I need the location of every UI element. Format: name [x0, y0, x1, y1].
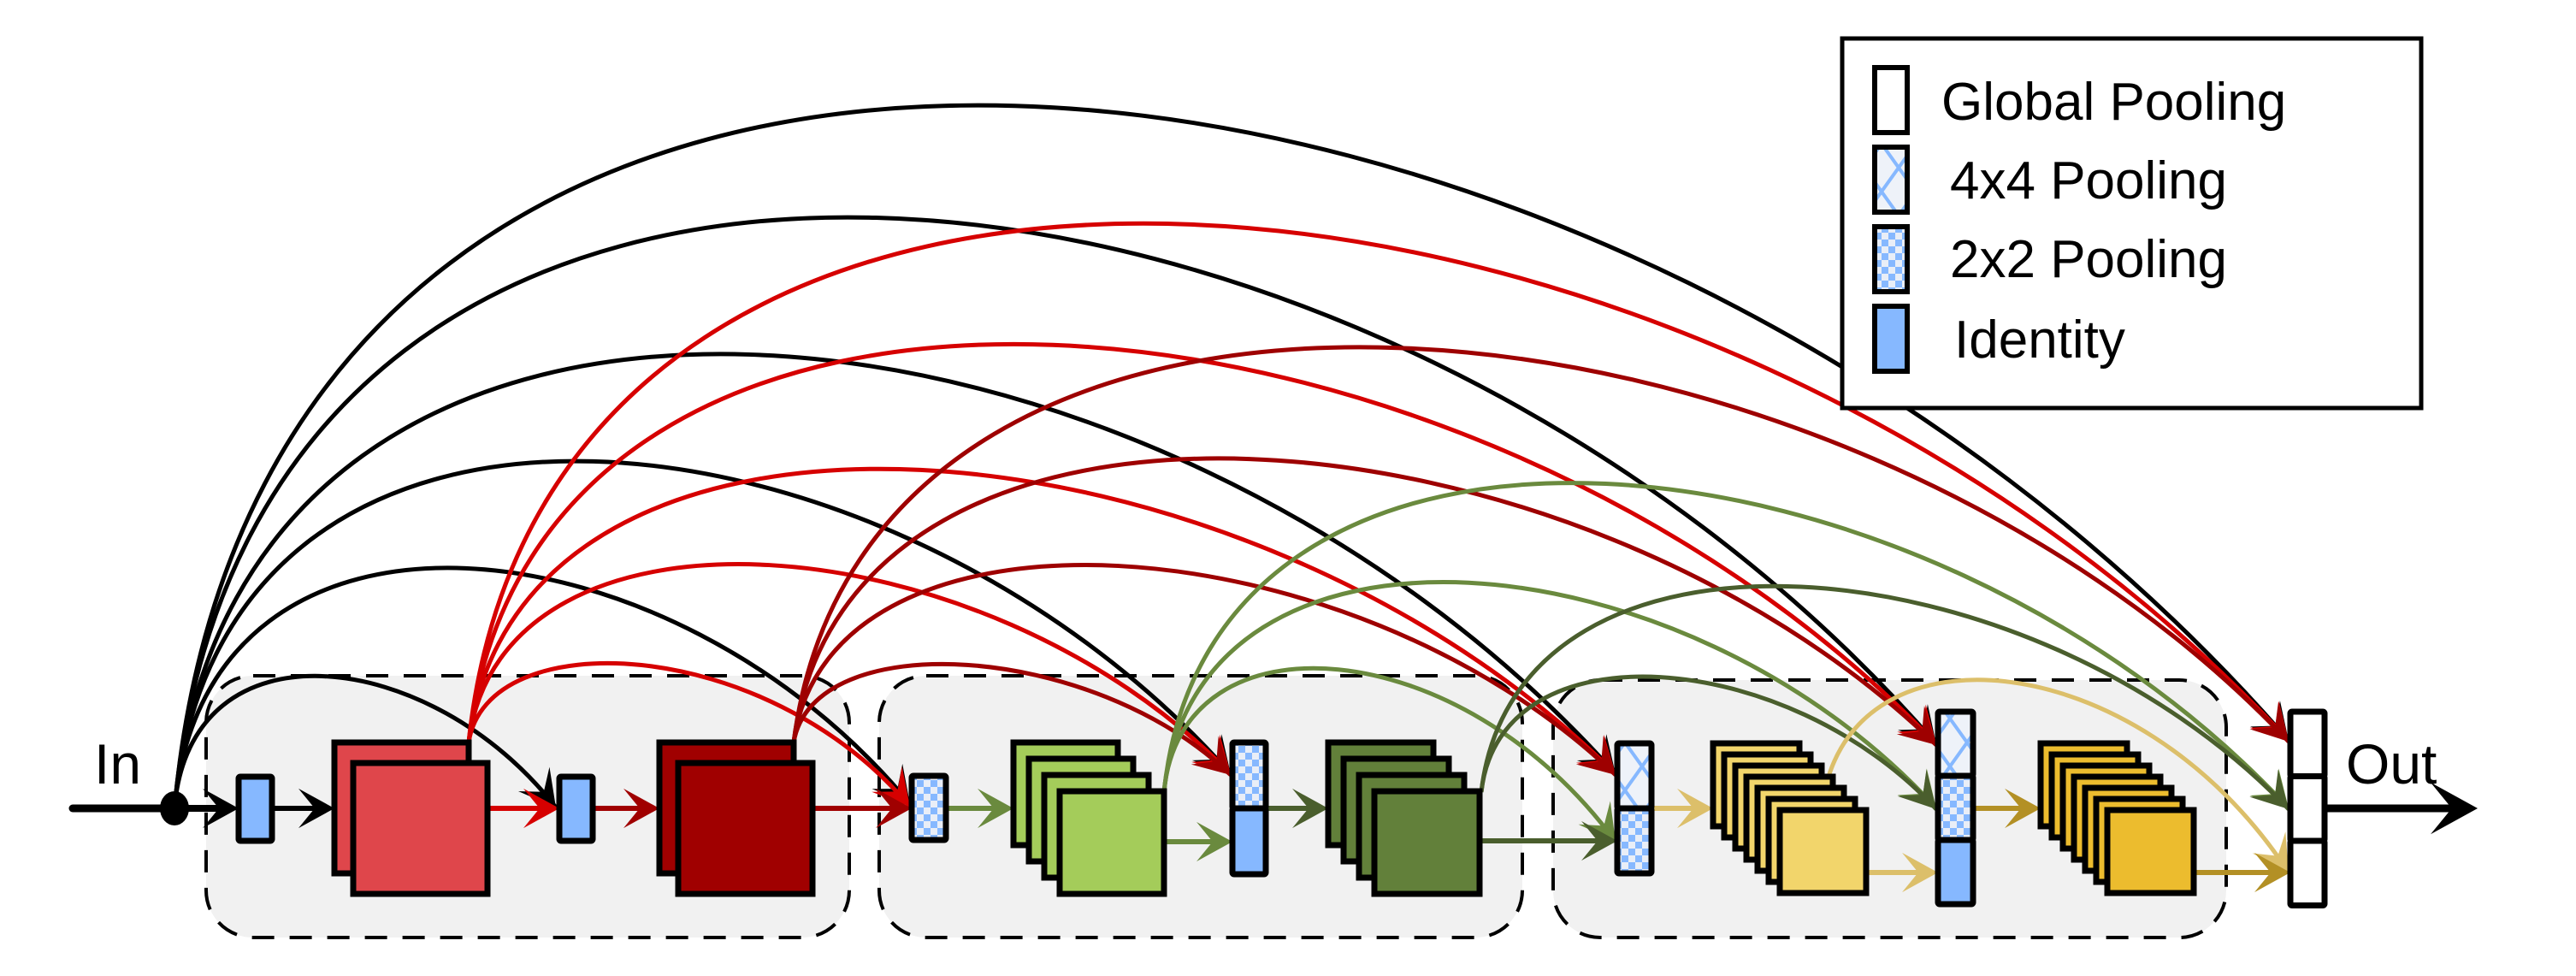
stage-3-concat-2-cell-3-identity	[1935, 837, 1976, 908]
output: Out	[2346, 732, 2437, 796]
arc-input-to-stage-3-concat-1	[172, 352, 1617, 809]
stage-3-concat-1-cell-1-pool4	[1614, 740, 1655, 812]
arc-conv-yellow-to-output	[1819, 677, 2291, 874]
output-concat-cell-3-global	[2287, 837, 2328, 908]
input: In	[68, 732, 189, 825]
flow-identity-2-to-conv-darkred-arrowhead	[623, 788, 659, 829]
legend: Global Pooling 4x4 Pooling 2x2 Pooling I…	[1840, 36, 2424, 411]
arc-input-to-output	[172, 103, 2290, 809]
arc-conv-green-to-stage-3-concat-1-arrowhead	[1578, 801, 1616, 842]
legend-label-4x4: 4x4 Pooling	[1950, 151, 2227, 210]
arc-conv-darkgreen-to-output	[1479, 583, 2290, 811]
flow-conv-green-to-concat-arrowhead	[1196, 821, 1232, 862]
flow-pool2-to-conv-green-arrowhead	[978, 788, 1013, 829]
stage-2-conv-green-layer-4	[1056, 788, 1167, 897]
flow-concat-2-to-conv-darkyellow-arrowhead	[2005, 788, 2041, 829]
stage-3-concat-1-cell-2-pool2	[1614, 805, 1655, 877]
output-concat-cell-2-global	[2287, 773, 2328, 844]
global-pooling-swatch	[1872, 65, 1910, 135]
arc-conv-green-to-stage-3-concat-2	[1161, 580, 1938, 810]
arc-conv-darkred-to-stage-2-concat-arrowhead	[1191, 736, 1231, 775]
arc-conv-darkred-to-stage-3-concat-2	[791, 456, 1938, 747]
stage-2-concat-cell-1-pool2	[1229, 739, 1269, 812]
arc-input-to-stage-2-pool2	[172, 565, 912, 809]
flow-identity-1-to-conv-arrowhead	[298, 788, 334, 829]
arc-conv-red-to-stage-3-concat-2	[466, 342, 1938, 746]
stage-2-concat-cell-2-identity	[1229, 805, 1269, 878]
stage-1-identity-1	[235, 773, 275, 844]
arc-conv-red-to-stage-3-concat-1	[466, 466, 1617, 776]
arc-input-to-identity-2-arrowhead	[517, 766, 556, 807]
skip-connections	[172, 103, 2291, 874]
flow-conv-red-to-identity-2-arrowhead	[523, 788, 559, 829]
stage-3-conv-darkyellow-layer-7	[2104, 807, 2197, 896]
stage-2-pool2	[908, 772, 949, 843]
arc-conv-darkred-to-stage-3-concat-2-arrowhead	[1896, 706, 1936, 745]
arc-conv-yellow-to-output-arrowhead	[2252, 831, 2289, 872]
stage-1-conv-red-layer-2	[350, 760, 491, 897]
flow-stage-2-to-stage-3-arrowhead	[1581, 820, 1617, 861]
4x4-pooling-swatch	[1872, 145, 1910, 215]
flow-input-to-identity-1-arrowhead	[203, 788, 239, 829]
stage-2-conv-darkgreen-layer-4	[1371, 788, 1483, 897]
legend-label-global: Global Pooling	[1941, 73, 2286, 132]
layers	[235, 708, 2328, 908]
arc-conv-darkred-to-stage-3-concat-1	[791, 563, 1617, 777]
output-concat-cell-1-global	[2287, 708, 2328, 779]
identity-swatch	[1872, 304, 1910, 374]
arc-conv-red-to-output	[466, 221, 2290, 743]
stage-3-concat-2-cell-1-pool4	[1935, 708, 1976, 779]
output-arrowhead	[2431, 782, 2478, 835]
flow-stage-1-to-stage-2-arrowhead	[876, 788, 912, 829]
input-node	[160, 791, 189, 825]
stage-3-conv-yellow-layer-7	[1776, 807, 1870, 896]
2x2-pooling-swatch	[1872, 224, 1910, 294]
output-label: Out	[2346, 732, 2437, 796]
legend-label-2x2: 2x2 Pooling	[1950, 230, 2227, 289]
stage-1-identity-2	[556, 773, 596, 844]
arc-conv-darkred-to-output	[791, 345, 2290, 743]
arc-conv-red-to-stage-2-pool2	[466, 660, 912, 808]
arc-conv-green-to-output	[1161, 481, 2290, 810]
flow-concat-to-conv-darkgreen-arrowhead	[1292, 788, 1328, 829]
flow-conv-yellow-to-concat-2-arrowhead	[1902, 852, 1938, 893]
arc-conv-darkred-to-stage-2-concat	[791, 661, 1232, 777]
flow-stage-3-to-output-arrowhead	[2254, 852, 2290, 893]
legend-label-identity: Identity	[1954, 311, 2125, 370]
arc-input-to-identity-2	[172, 673, 558, 809]
arc-input-to-stage-2-concat	[172, 458, 1232, 809]
arc-conv-darkred-to-stage-3-concat-1-arrowhead	[1575, 736, 1616, 775]
arc-conv-green-to-stage-3-concat-1	[1161, 665, 1618, 843]
arc-conv-red-to-stage-2-pool2-arrowhead	[871, 766, 910, 807]
input-label: In	[94, 732, 141, 796]
main-flow	[175, 782, 2478, 893]
stage-3-concat-2-cell-2-pool2	[1935, 772, 1976, 843]
flow-concat-1-to-conv-yellow-arrowhead	[1677, 788, 1713, 829]
arc-conv-red-to-stage-2-concat	[466, 562, 1232, 776]
arc-conv-darkgreen-to-stage-3-concat-2	[1479, 674, 1938, 811]
legend-box	[1840, 36, 2424, 411]
arc-conv-darkgreen-to-stage-3-concat-2-arrowhead	[1897, 769, 1936, 809]
arc-conv-darkgreen-to-output-arrowhead	[2249, 769, 2289, 809]
stage-1-conv-darkred-layer-2	[675, 760, 816, 897]
arc-input-to-stage-3-concat-2	[172, 215, 1938, 809]
arc-conv-darkred-to-output-arrowhead	[2249, 701, 2289, 742]
